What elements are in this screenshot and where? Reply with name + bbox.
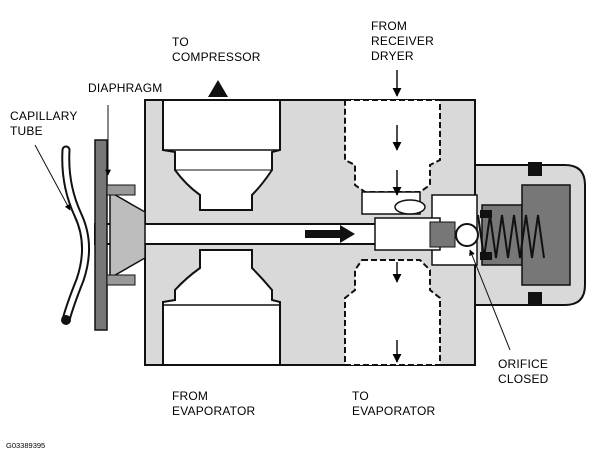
evaporator-inlet-port xyxy=(344,259,441,366)
orifice-opening xyxy=(394,199,426,215)
diaphragm-label: DIAPHRAGM xyxy=(88,81,162,95)
orifice-closed-label: ORIFICE CLOSED xyxy=(498,357,552,386)
from-evaporator-label: FROM EVAPORATOR xyxy=(172,389,255,418)
to-compressor-label: TO COMPRESSOR xyxy=(172,35,261,64)
end-cap-seal-top xyxy=(528,162,542,176)
diaphragm xyxy=(94,139,108,331)
to-evaporator-label: TO EVAPORATOR xyxy=(352,389,435,418)
evaporator-outlet-port xyxy=(162,249,281,366)
flow-arrow xyxy=(305,225,355,243)
valve-spring xyxy=(477,214,545,259)
from-receiver-dryer-label: FROM RECEIVER DRYER xyxy=(371,19,438,63)
check-ball xyxy=(455,223,479,247)
figure-code: G03389395 xyxy=(6,441,45,450)
receiver-dryer-port xyxy=(344,99,441,193)
end-cap-seal-bottom xyxy=(528,292,542,306)
compressor-arrow xyxy=(208,80,228,97)
diaphragm-housing xyxy=(109,190,146,280)
capillary-tube-label: CAPILLARY TUBE xyxy=(10,109,81,138)
